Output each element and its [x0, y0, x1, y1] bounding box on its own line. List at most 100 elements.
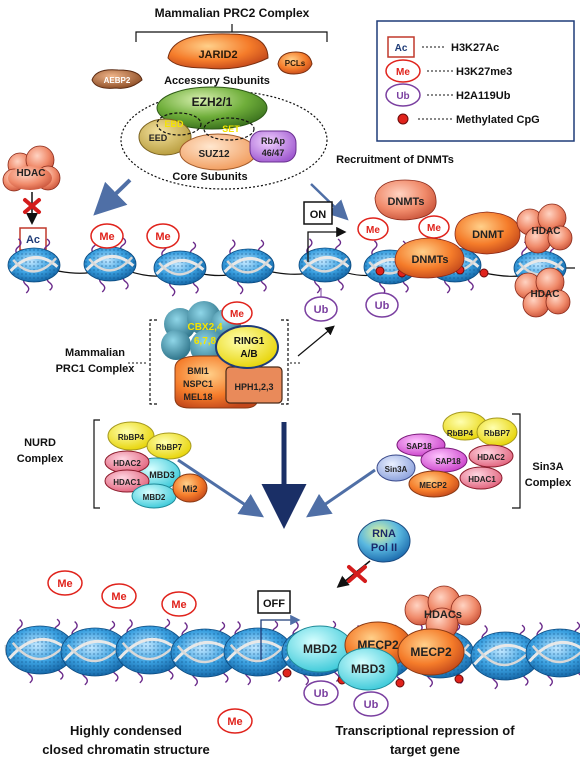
sin3a-mecp2-shape: [408, 470, 460, 498]
off-label: OFF: [263, 598, 285, 610]
methylated-cpg-icon: [454, 674, 464, 684]
ring1-shape: [215, 325, 279, 369]
aebp2-label: AEBP2: [104, 76, 131, 85]
nurd-label-1: NURD: [24, 437, 56, 449]
methylated-cpg-icon: [397, 113, 409, 125]
nucleosome-top-3: [153, 241, 207, 297]
ub-mark-bottom-2: Ub: [353, 691, 389, 717]
prc1-label-1: Mammalian: [65, 347, 125, 359]
dnmts-cluster: [374, 179, 521, 279]
prc2-title: Mammalian PRC2 Complex: [155, 6, 310, 20]
legend-item-ac: Ac H3K27Ac: [387, 36, 499, 58]
dnmt-label: DNMT: [472, 229, 504, 241]
bottom-mbd3-label: MBD3: [351, 662, 385, 676]
me-mark-top-1: Me: [90, 223, 124, 249]
sin3a-sin3a-shape: [376, 454, 416, 482]
ub-mark-top: Ub: [304, 296, 338, 322]
sin3a-sap18b-label: SAP18: [435, 457, 461, 466]
me-mark-bottom-2: Me: [101, 583, 137, 609]
on-label: ON: [310, 209, 327, 221]
hdac-cloud-top-left: [2, 145, 61, 192]
sin3a-rbbp4-label: RbBP4: [447, 429, 474, 438]
nurd-hdac1-shape: [104, 469, 150, 493]
ring1-label-1: RING1: [234, 336, 265, 347]
sin3a-hdac1-shape: [459, 466, 503, 490]
svg-text:Me: Me: [230, 309, 244, 320]
me-mark-icon: [385, 59, 421, 83]
nucleosome-top-4: [221, 239, 275, 295]
dnmts-label-1: DNMTs: [387, 196, 424, 208]
prc1-label-2: PRC1 Complex: [56, 363, 136, 375]
rna-pol2-shape: [357, 519, 411, 563]
set-label: SET: [222, 124, 240, 134]
transcription-start-arrow-on: [307, 226, 347, 262]
on-box: [303, 201, 333, 225]
nucleosome-bottom-5: [223, 620, 293, 686]
nurd-arrow: [177, 458, 264, 518]
nurd-rbbp4-label: RbBP4: [118, 433, 145, 442]
block-x-icon: [23, 198, 41, 214]
hdac-label-top: HDAC: [17, 168, 46, 179]
core-subunits-label: Core Subunits: [172, 171, 247, 183]
methylated-cpg-icon: [375, 266, 385, 276]
nucleosome-bottom-10: [525, 621, 580, 687]
me-mark-bottom-4: Me: [217, 708, 253, 734]
nspc1-label: NSPC1: [183, 379, 213, 389]
ebd-label: EBD: [164, 119, 184, 129]
rbap-label-2: 46/47: [262, 148, 285, 158]
ring1-label-2: A/B: [240, 349, 257, 360]
me-mark-prc1: Me: [221, 301, 253, 325]
methylated-cpg-icon: [479, 268, 489, 278]
svg-text:Ub: Ub: [314, 688, 329, 700]
ebd-domain: [156, 112, 202, 136]
methylated-cpg-icon: [282, 668, 292, 678]
eed-shape: [138, 118, 192, 156]
bottom-mbd2-label: MBD2: [303, 642, 337, 656]
nurd-hdac2-label: HDAC2: [113, 459, 141, 468]
legend-me-mark: Me: [396, 67, 410, 78]
nucleosome-top-5: [298, 238, 352, 294]
transcription-start-arrow-off: [260, 614, 301, 660]
nurd-rbbp7-shape: [146, 432, 192, 460]
me-mark-top-2: Me: [146, 223, 180, 249]
hdac-cloud-right-bottom: [514, 267, 571, 318]
svg-text:Me: Me: [227, 716, 242, 728]
svg-text:Ub: Ub: [375, 300, 390, 312]
legend-ub-mark: Ub: [396, 91, 409, 102]
caption-right-2: target gene: [390, 742, 460, 757]
suz12-label: SUZ12: [198, 149, 230, 160]
sin3a-rbbp7-label: RbBP7: [484, 429, 511, 438]
rbap-shape: [249, 130, 297, 163]
svg-text:Me: Me: [111, 591, 126, 603]
caption-left-2: closed chromatin structure: [42, 742, 210, 757]
me-mark-bottom-1: Me: [47, 570, 83, 596]
eed-label: EED: [149, 133, 168, 143]
svg-text:Me: Me: [427, 223, 441, 234]
hdac-cloud-right-top: [516, 203, 573, 254]
legend-item-me: Me H3K27me3: [385, 59, 512, 83]
svg-text:Me: Me: [99, 231, 114, 243]
bmi1-label: BMI1: [187, 366, 209, 376]
bottom-mecp2-shape-2: [397, 628, 465, 676]
hdacs-label: HDACs: [424, 609, 462, 621]
aebp2-shape: [91, 69, 143, 89]
pcls-label: PCLs: [285, 59, 306, 68]
sin3a-hdac2-shape: [468, 444, 514, 468]
me-mark-bottom-3: Me: [161, 591, 197, 617]
prc2-left-arrow: [93, 178, 132, 216]
svg-text:Me: Me: [366, 225, 380, 236]
sin3a-hdac1-label: HDAC1: [468, 475, 496, 484]
prc1-to-ub-arrow: [297, 325, 335, 357]
sin3a-mecp2-label: MECP2: [419, 481, 447, 490]
nurd-mbd3-label: MBD3: [149, 470, 175, 480]
mel18-label: MEL18: [183, 392, 212, 402]
prc2-bracket: [135, 24, 328, 42]
sin3a-bracket: [512, 413, 521, 509]
caption-right-1: Transcriptional repression of: [335, 723, 515, 738]
nurd-label-2: Complex: [17, 453, 64, 465]
sin3a-sap18a-label: SAP18: [406, 442, 432, 451]
legend-cpg-label: Methylated CpG: [456, 114, 540, 126]
sin3a-arrow: [306, 468, 376, 518]
nurd-mbd2-label: MBD2: [143, 493, 166, 502]
